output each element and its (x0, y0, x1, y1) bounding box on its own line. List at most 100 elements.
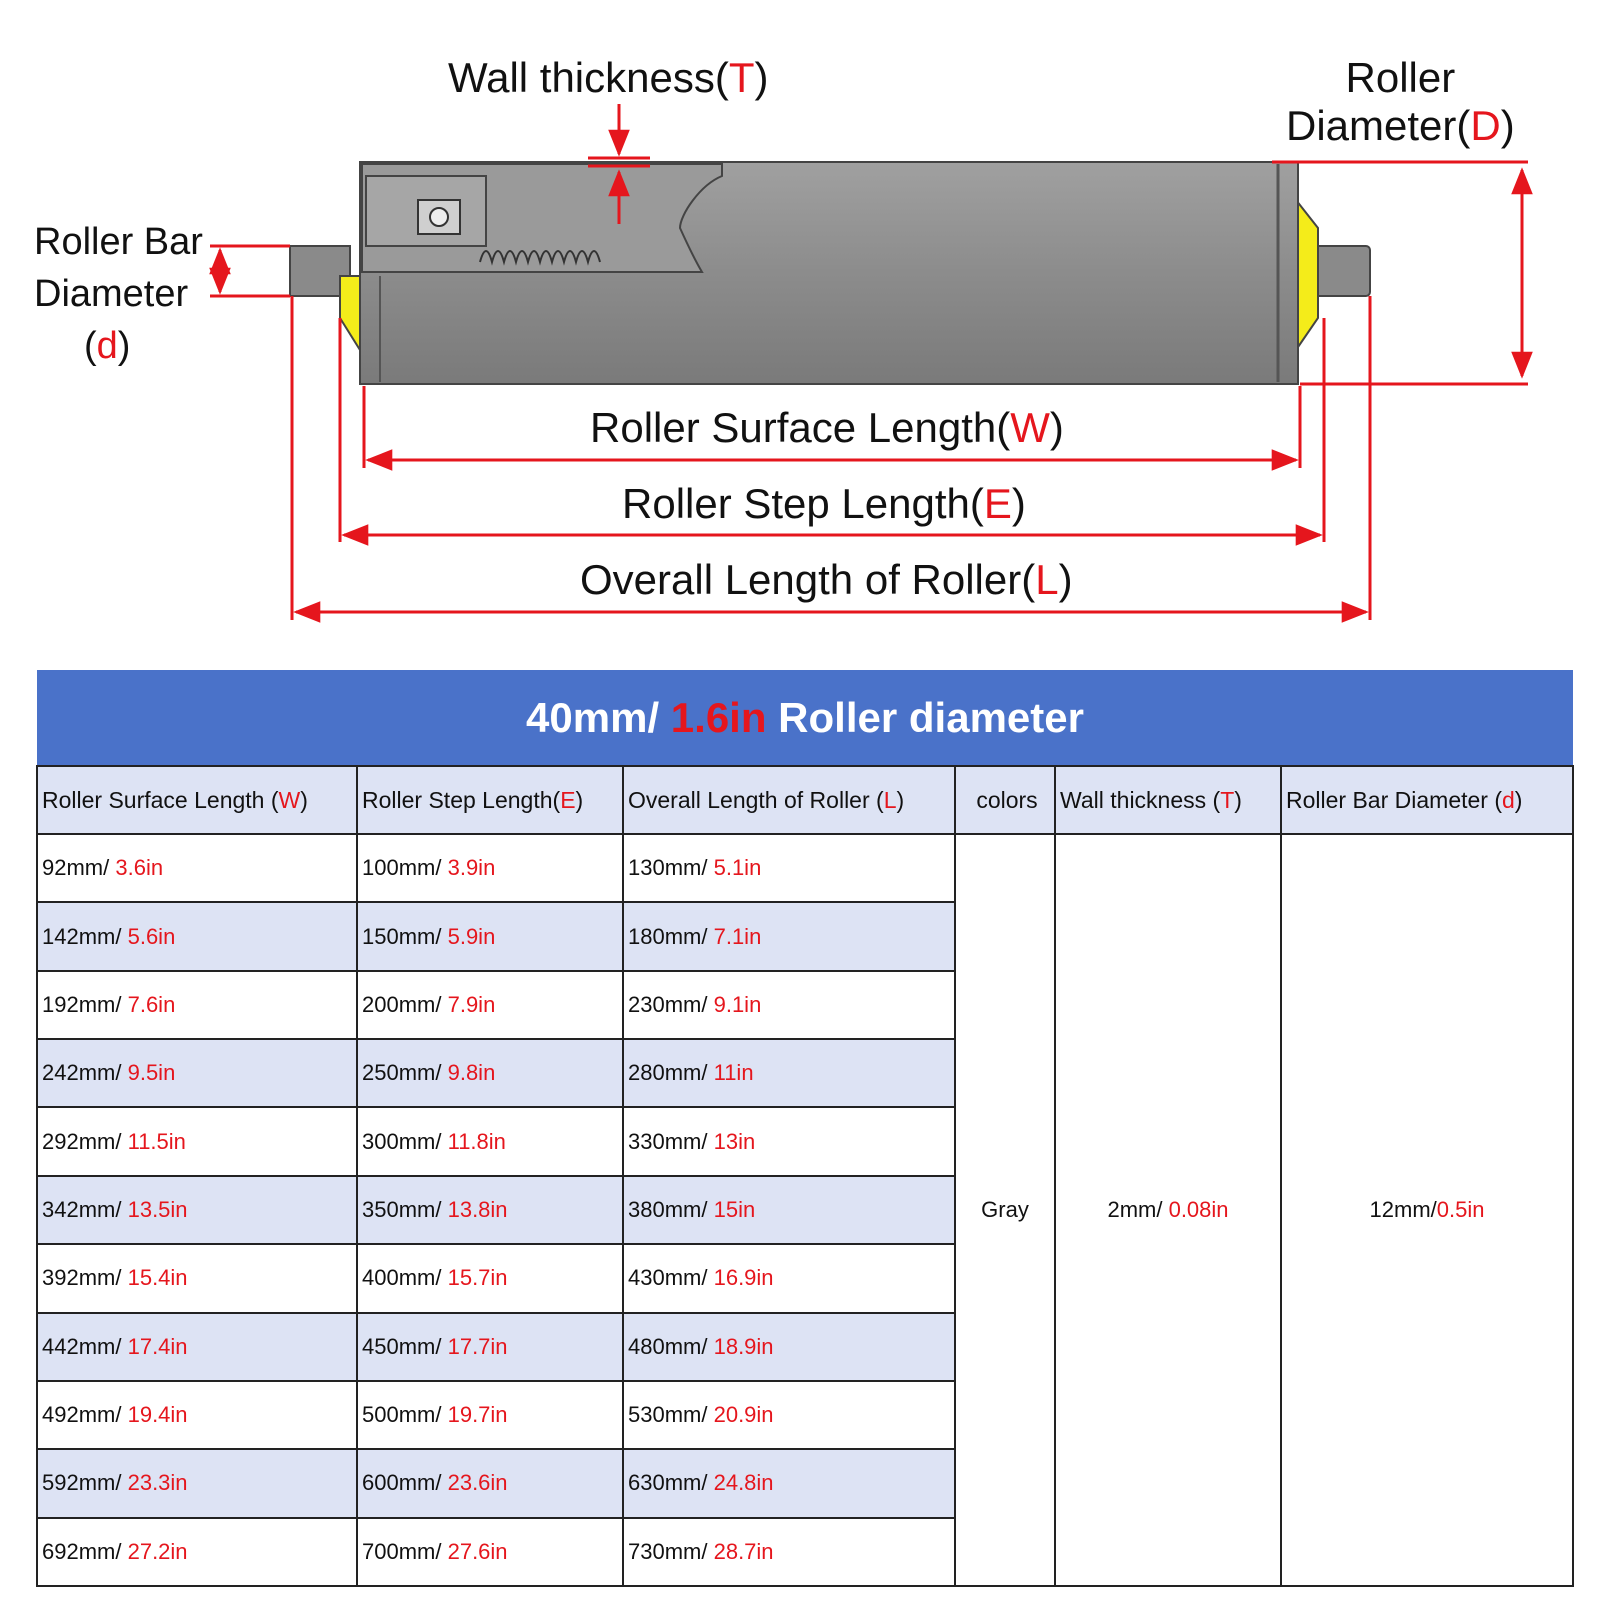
spring-coil (479, 250, 601, 266)
header-surface-length: Roller Surface Length (W) (36, 765, 358, 835)
inch-value: 0.08in (1168, 1197, 1229, 1222)
inch-value: 7.6in (127, 991, 176, 1017)
cell-surface-length: 142mm/ 5.6in (36, 901, 358, 972)
cell-surface-length: 92mm/ 3.6in (36, 832, 358, 904)
roller-bar-diameter-label: Roller Bar Diameter (d) (34, 216, 203, 372)
header-close: ) (896, 786, 905, 813)
cell-step-length: 300mm/ 11.8in (356, 1106, 624, 1177)
header-close: ) (1234, 786, 1242, 813)
inch-value: 13.8in (447, 1196, 508, 1222)
mm-value: 692mm/ (42, 1538, 128, 1564)
roller-bar-diameter-label-line1: Roller Bar (34, 221, 203, 263)
mm-value: 730mm/ (628, 1538, 714, 1564)
inch-value: 13in (713, 1128, 756, 1154)
header-wall-thickness: Wall thickness (T) (1054, 765, 1282, 835)
cell-wall-thickness: 2mm/ 0.08in (1054, 833, 1282, 1587)
mm-value: 142mm/ (42, 923, 128, 949)
header-close: ) (575, 786, 584, 813)
header-bar-diameter: Roller Bar Diameter (d) (1279, 765, 1575, 835)
inch-value: 23.3in (127, 1470, 188, 1496)
inch-value: 11.5in (127, 1128, 186, 1154)
inch-value: 5.6in (127, 923, 176, 949)
cell-overall-length: 380mm/ 15in (622, 1174, 956, 1246)
mm-value: 150mm/ (362, 923, 448, 949)
mm-value: 492mm/ (42, 1402, 128, 1428)
header-text: colors (976, 786, 1038, 813)
wall-thickness-label: Wall thickness(T) (448, 54, 769, 101)
end-cap-left (339, 275, 361, 354)
step-length-label: Roller Step Length(E) (622, 480, 1026, 527)
mm-value: 442mm/ (42, 1333, 128, 1359)
table-header-row: Roller Surface Length (W)Roller Step Len… (36, 765, 1575, 835)
roller-diameter-label: Roller Diameter(D) (1286, 54, 1515, 150)
mm-value: 280mm/ (628, 1060, 714, 1086)
mm-value: 2mm/ (1107, 1197, 1169, 1222)
spec-table: 40mm/ 1.6in Roller diameter Roller Surfa… (36, 670, 1575, 1588)
mm-value: 250mm/ (362, 1060, 448, 1086)
roller-diameter-label-line1: Roller (1345, 54, 1456, 101)
cell-step-length: 450mm/ 17.7in (356, 1311, 624, 1382)
cell-overall-length: 280mm/ 11in (622, 1038, 956, 1109)
inch-value: 18.9in (713, 1333, 774, 1359)
color-value: Gray (981, 1197, 1029, 1222)
inch-value: 27.6in (447, 1538, 508, 1564)
header-step-length: Roller Step Length(E) (356, 765, 624, 835)
inch-value: 20.9in (713, 1402, 774, 1428)
roller-bar-diameter-label-line3: (d) (84, 325, 131, 367)
mm-value: 300mm/ (362, 1128, 448, 1154)
header-colors: colors (954, 765, 1056, 835)
roller-diameter-label-line2: Diameter(D) (1286, 102, 1515, 149)
cell-overall-length: 530mm/ 20.9in (622, 1379, 956, 1451)
inch-value: 7.9in (447, 991, 496, 1017)
header-text: Roller Surface Length ( (42, 786, 279, 813)
header-close: ) (300, 786, 308, 813)
mm-value: 480mm/ (628, 1333, 714, 1359)
cell-surface-length: 192mm/ 7.6in (36, 969, 358, 1041)
cell-surface-length: 492mm/ 19.4in (36, 1379, 358, 1451)
header-text: Overall Length of Roller ( (628, 786, 884, 813)
inch-value: 5.1in (713, 855, 762, 881)
cell-colors: Gray (954, 833, 1056, 1587)
header-symbol: E (560, 786, 576, 813)
cell-step-length: 100mm/ 3.9in (356, 832, 624, 904)
inch-value: 11in (713, 1060, 754, 1086)
cell-step-length: 600mm/ 23.6in (356, 1448, 624, 1519)
mm-value: 392mm/ (42, 1265, 128, 1291)
cell-overall-length: 180mm/ 7.1in (622, 901, 956, 972)
inch-value: 17.4in (127, 1333, 188, 1359)
cell-step-length: 500mm/ 19.7in (356, 1379, 624, 1451)
cell-surface-length: 342mm/ 13.5in (36, 1174, 358, 1246)
inch-value: 3.9in (447, 855, 496, 881)
cell-overall-length: 130mm/ 5.1in (622, 832, 956, 904)
mm-value: 330mm/ (628, 1128, 714, 1154)
inch-value: 9.8in (447, 1060, 496, 1086)
cell-overall-length: 730mm/ 28.7in (622, 1516, 956, 1588)
mm-value: 242mm/ (42, 1060, 128, 1086)
header-overall-length: Overall Length of Roller (L) (622, 765, 956, 835)
inch-value: 13.5in (127, 1196, 188, 1222)
mm-value: 530mm/ (628, 1402, 714, 1428)
cell-overall-length: 480mm/ 18.9in (622, 1311, 956, 1382)
mm-value: 230mm/ (628, 991, 714, 1017)
cell-step-length: 250mm/ 9.8in (356, 1038, 624, 1109)
inch-value: 27.2in (127, 1538, 188, 1564)
inch-value: 9.1in (713, 991, 762, 1017)
mm-value: 200mm/ (362, 991, 448, 1017)
cell-step-length: 200mm/ 7.9in (356, 969, 624, 1041)
cell-surface-length: 592mm/ 23.3in (36, 1448, 358, 1519)
overall-length-label: Overall Length of Roller(L) (580, 556, 1073, 603)
table-title: 40mm/ 1.6in Roller diameter (37, 670, 1574, 766)
inch-value: 15in (713, 1196, 756, 1222)
cell-overall-length: 630mm/ 24.8in (622, 1448, 956, 1519)
mm-value: 450mm/ (362, 1333, 448, 1359)
mm-value: 700mm/ (362, 1538, 448, 1564)
cell-step-length: 700mm/ 27.6in (356, 1516, 624, 1588)
header-symbol: W (278, 786, 301, 813)
mm-value: 192mm/ (42, 991, 128, 1017)
mm-value: 292mm/ (42, 1128, 128, 1154)
